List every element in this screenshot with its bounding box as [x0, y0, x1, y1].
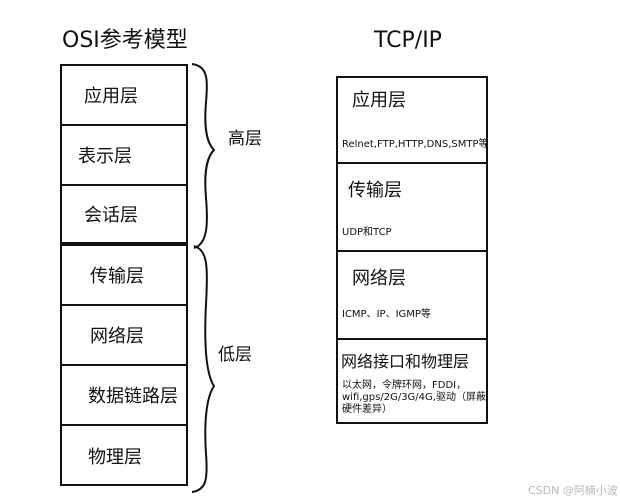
- tcpip-layer-protocols: ICMP、IP、IGMP等: [342, 309, 431, 320]
- osi-layer-label: 物理层: [88, 447, 142, 468]
- tcpip-layer-link-physical: 网络接口和物理层 以太网，令牌环网，FDDI，wifi,gps/2G/3G/4G…: [336, 338, 488, 424]
- osi-layer-session: 会话层: [60, 184, 188, 244]
- osi-layer-network: 网络层: [60, 304, 188, 366]
- osi-model-title: OSI参考模型: [62, 28, 188, 53]
- osi-layer-physical: 物理层: [60, 424, 188, 486]
- tcpip-layer-protocols: 以太网，令牌环网，FDDI，wifi,gps/2G/3G/4G,驱动（屏蔽硬件差…: [342, 380, 486, 415]
- tcpip-layer-transport: 传输层 UDP和TCP: [336, 162, 488, 252]
- tcpip-layer-label: 传输层: [348, 180, 402, 201]
- upper-layers-label: 高层: [228, 129, 262, 149]
- lower-layers-brace: [191, 245, 216, 493]
- tcpip-layer-network: 网络层 ICMP、IP、IGMP等: [336, 250, 488, 340]
- tcpip-layer-label: 应用层: [352, 90, 406, 111]
- osi-layer-transport: 传输层: [60, 244, 188, 306]
- osi-layer-label: 传输层: [90, 266, 144, 287]
- tcpip-layer-protocols: Relnet,FTP,HTTP,DNS,SMTP等: [342, 139, 489, 150]
- tcpip-model-title: TCP/IP: [374, 28, 442, 53]
- tcpip-layer-label: 网络层: [352, 268, 406, 289]
- lower-layers-label: 低层: [218, 345, 252, 365]
- watermark: CSDN @阿楠小波: [528, 484, 618, 497]
- tcpip-layer-label: 网络接口和物理层: [341, 352, 470, 371]
- osi-layer-application: 应用层: [60, 64, 188, 126]
- osi-layer-label: 会话层: [84, 205, 138, 226]
- osi-layer-label: 网络层: [90, 326, 144, 347]
- osi-layer-label: 应用层: [84, 86, 138, 107]
- osi-layer-presentation: 表示层: [60, 124, 188, 186]
- osi-layer-label: 表示层: [78, 146, 132, 167]
- tcpip-layer-application: 应用层 Relnet,FTP,HTTP,DNS,SMTP等: [336, 76, 489, 164]
- tcpip-layer-protocols: UDP和TCP: [342, 227, 392, 238]
- osi-layer-label: 数据链路层: [88, 386, 178, 407]
- upper-layers-brace: [191, 63, 216, 249]
- osi-layer-data-link: 数据链路层: [60, 364, 188, 426]
